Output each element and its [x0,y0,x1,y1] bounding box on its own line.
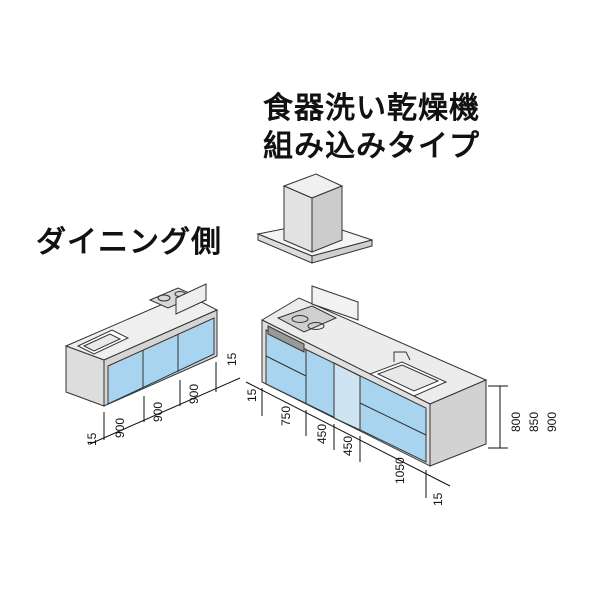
dim-left-900c: 900 [187,384,201,404]
dim-main-15a: 15 [245,388,259,402]
main-unit-dimensions: 15 750 450 450 1050 15 [245,388,445,506]
dim-left-900b: 900 [151,402,165,422]
dim-left-900a: 900 [113,418,127,438]
dim-height-900: 900 [545,412,559,432]
dim-height-800: 800 [509,412,523,432]
dim-main-15b: 15 [431,492,445,506]
title-line-2: 組み込みタイプ [263,129,480,164]
dim-height-850: 850 [527,412,541,432]
dim-main-450b: 450 [341,436,355,456]
dimension-lines [89,362,508,498]
height-dimensions: 800 850 900 [509,412,559,432]
dim-main-450a: 450 [315,424,329,444]
dim-left-15a: 15 [85,432,99,446]
range-hood [256,173,374,264]
dim-left-15b: 15 [225,352,239,366]
dim-main-1050: 1050 [393,457,407,484]
title-line-1: 食器洗い乾燥機 [263,91,480,126]
main-counter [260,285,488,467]
left-unit-dimensions: 15 900 900 900 15 [85,352,239,446]
dim-main-750: 750 [279,406,293,426]
dining-side-label: ダイニング側 [36,225,222,260]
dining-island [64,283,219,407]
